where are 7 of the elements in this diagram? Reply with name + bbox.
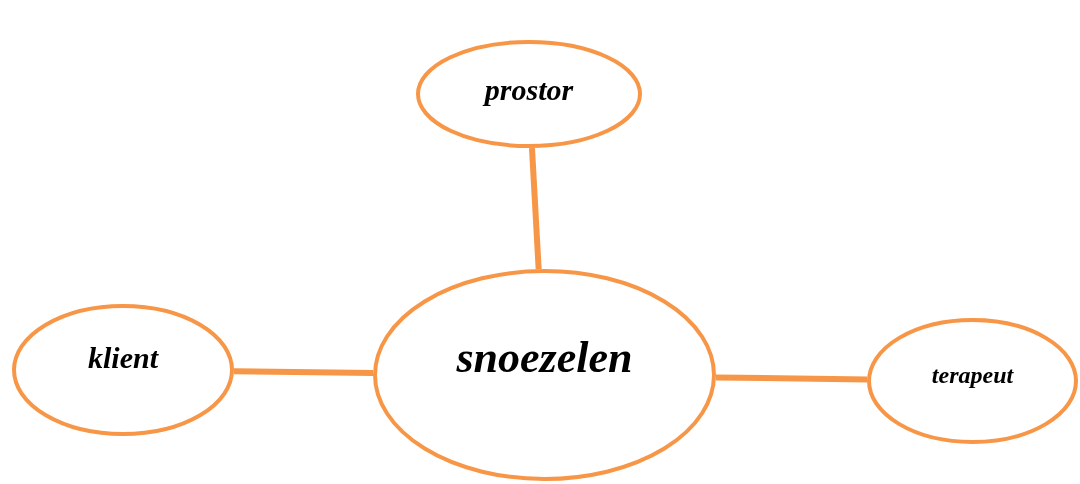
connector-line — [529, 147, 542, 270]
connector-line — [715, 374, 868, 383]
node-label: prostor — [484, 73, 574, 107]
node-label: klient — [88, 341, 158, 375]
node-label: snoezelen — [456, 331, 633, 383]
connector-line — [233, 368, 374, 376]
node-label: terapeut — [931, 361, 1014, 389]
